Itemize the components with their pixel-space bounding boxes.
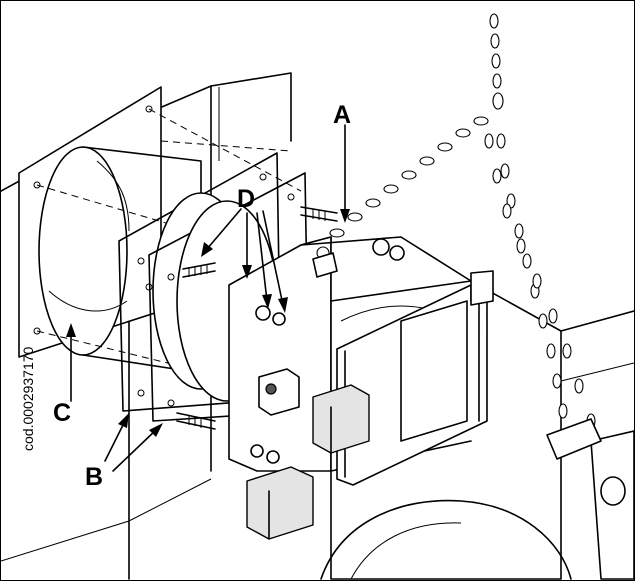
drawing-code: cod.0002937170: [20, 346, 36, 451]
callout-label-d: D: [237, 185, 255, 213]
callout-label-a: A: [333, 101, 351, 129]
callout-label-c: C: [53, 399, 71, 427]
control-box-lower: [246, 466, 314, 540]
control-box-upper: [312, 384, 370, 454]
burner-slide-rail: [336, 270, 494, 486]
pressure-switch: [258, 368, 300, 416]
mounting-studs: [176, 206, 338, 430]
lifting-chain: [312, 13, 602, 460]
callout-arrows: [66, 124, 350, 472]
callout-label-b: B: [85, 463, 103, 491]
fan-housing: [320, 310, 634, 580]
